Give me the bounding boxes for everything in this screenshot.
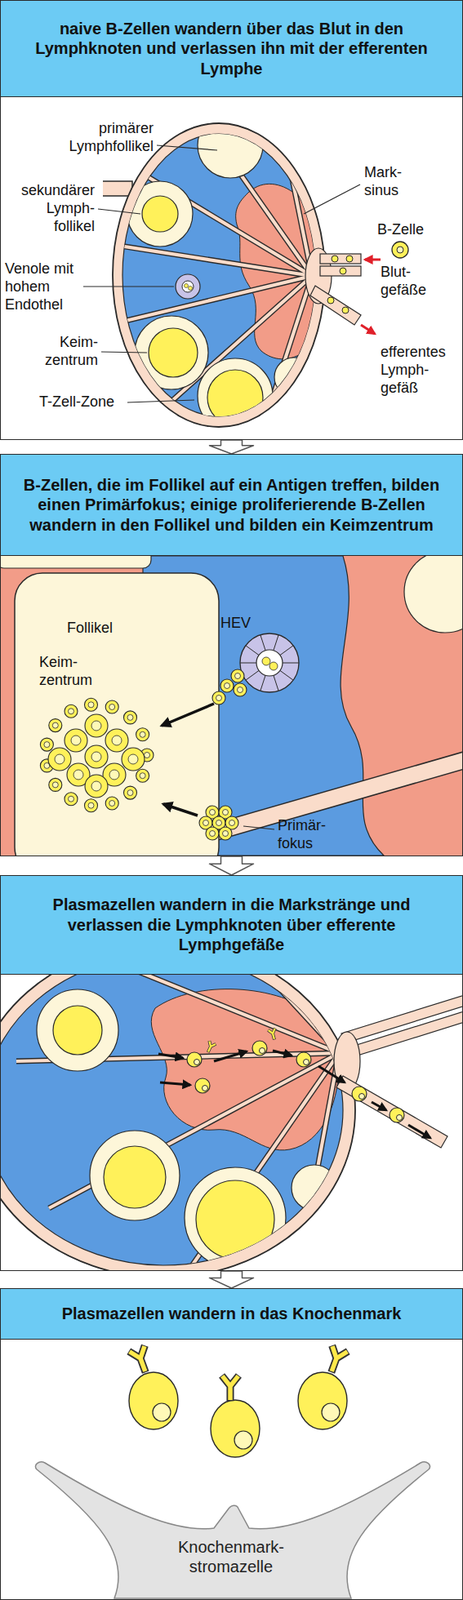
part-label: Keim- zentrum bbox=[32, 333, 98, 370]
callout-wrap: primärer Lymphfollikel bbox=[45, 119, 154, 156]
step-heading: Plasmazellen wandern in die Markstränge … bbox=[23, 894, 441, 955]
callout-wrap: Keim- zentrum bbox=[39, 653, 108, 690]
lymph-node-overview bbox=[0, 97, 463, 440]
cell-node: Knochenmark- stromazelle bbox=[160, 1537, 302, 1577]
leader-lines bbox=[83, 145, 361, 403]
step-heading: B-Zellen, die im Follikel auf ein Antige… bbox=[23, 475, 441, 535]
header-band: Plasmazellen wandern in das Knochenmark bbox=[0, 1289, 463, 1341]
part-label: Venole mit hohem Endothel bbox=[4, 259, 82, 314]
callout-wrap: Blut- gefäße bbox=[380, 262, 432, 299]
stage-panel: Plasmazellen wandern in die Markstränge … bbox=[0, 875, 463, 1272]
callout-wrap: efferentes Lymph- gefäß bbox=[380, 342, 461, 397]
callout-wrap: Venole mit hohem Endothel bbox=[4, 259, 82, 314]
flow-arrow bbox=[209, 1271, 254, 1289]
callout-wrap: Mark- sinus bbox=[364, 163, 415, 200]
part-label: Blut- gefäße bbox=[380, 262, 432, 299]
part-label: HEV bbox=[220, 614, 262, 633]
part-label: Mark- sinus bbox=[364, 163, 415, 200]
part-label: B-Zelle bbox=[377, 220, 443, 239]
follicle-detail bbox=[0, 556, 463, 856]
callout-wrap: Primär- fokus bbox=[277, 816, 343, 853]
header-band: B-Zellen, die im Follikel auf ein Antige… bbox=[0, 454, 463, 557]
step-heading: Plasmazellen wandern in das Knochenmark bbox=[62, 1304, 402, 1324]
callout-wrap: B-Zelle bbox=[377, 220, 443, 239]
plasma-cell-exit bbox=[0, 943, 463, 1278]
header-band: naive B-Zellen wandern über das Blut in … bbox=[0, 0, 463, 98]
flow-arrow bbox=[209, 440, 254, 455]
bone-marrow-scene bbox=[0, 1340, 463, 1599]
flow-arrow bbox=[209, 856, 254, 876]
cell-label: Knochenmark- stromazelle bbox=[160, 1537, 302, 1577]
stage-panel: Plasmazellen wandern in das KnochenmarkK… bbox=[0, 1288, 463, 1600]
callout-wrap: T-Zell-Zone bbox=[39, 392, 125, 411]
part-label: primärer Lymphfollikel bbox=[45, 119, 154, 156]
callout-wrap: Follikel bbox=[66, 618, 149, 637]
callout-wrap: HEV bbox=[220, 614, 262, 633]
part-label: efferentes Lymph- gefäß bbox=[380, 342, 461, 397]
step-heading: naive B-Zellen wandern über das Blut in … bbox=[23, 18, 441, 79]
callout-wrap: sekundärer Lymph- follikel bbox=[3, 181, 95, 236]
part-label: T-Zell-Zone bbox=[39, 392, 125, 411]
part-label: Keim- zentrum bbox=[39, 653, 108, 690]
header-band: Plasmazellen wandern in die Markstränge … bbox=[0, 876, 463, 975]
callout-wrap: Keim- zentrum bbox=[32, 333, 98, 370]
part-label: Follikel bbox=[66, 618, 149, 637]
part-label: Primär- fokus bbox=[277, 816, 343, 853]
part-label: sekundärer Lymph- follikel bbox=[3, 181, 95, 236]
